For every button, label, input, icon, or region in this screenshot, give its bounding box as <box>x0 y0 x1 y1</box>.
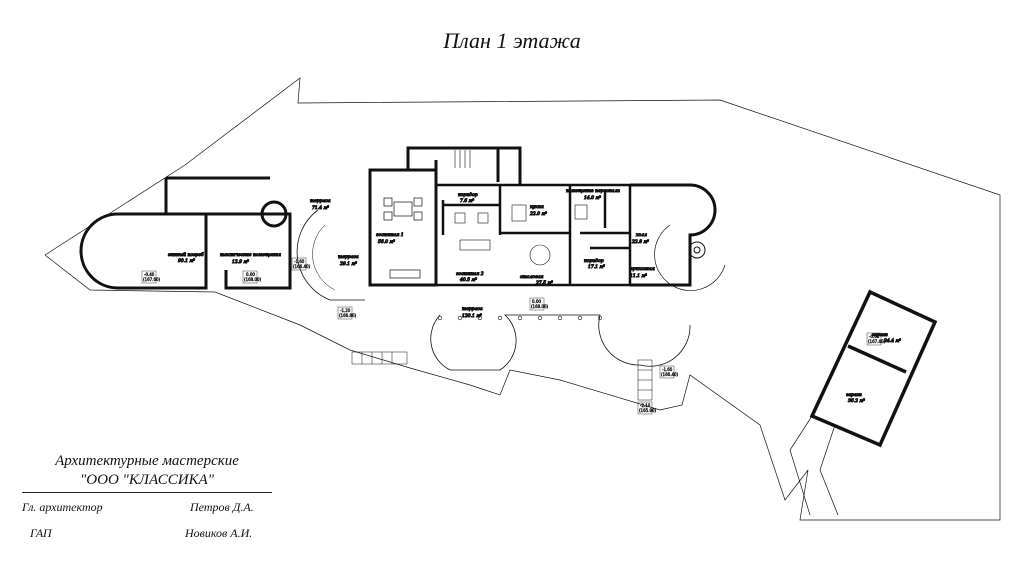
terrace-west-steps <box>312 224 336 291</box>
level-mark-abs: (166.80) <box>339 313 357 318</box>
level-mark-abs: (166.40) <box>661 372 679 377</box>
plan-title: План 1 этажа <box>443 28 581 53</box>
site-boundary <box>44 77 1001 521</box>
room-area: 12.9 м² <box>232 259 249 265</box>
room-area: 14.0 м² <box>584 195 601 201</box>
level-mark-abs: (165.90) <box>639 408 657 413</box>
level-mark: -0.40 <box>144 272 155 277</box>
credit-role-chief: Гл. архитектор <box>22 500 103 514</box>
staircase-top <box>454 150 471 168</box>
terrace-west-outline <box>296 209 365 301</box>
room-area: 24.4 м² <box>883 338 901 344</box>
garage-walls <box>809 289 938 448</box>
rotunda-column <box>688 241 706 259</box>
terrace-south-outline <box>430 314 691 371</box>
room-label: коридор <box>458 192 478 198</box>
level-mark: -1.60 <box>294 259 305 264</box>
garage-driveway <box>789 415 839 516</box>
studio-name: Архитектурные мастерские "ООО "КЛАССИКА" <box>22 452 272 490</box>
room-area: 27.5 м² <box>535 280 553 286</box>
room-area: 22.0 м² <box>529 211 547 217</box>
studio-line-2: "ООО "КЛАССИКА" <box>79 472 215 488</box>
studio-divider <box>22 492 272 493</box>
room-label: кухня <box>530 205 544 210</box>
room-area: 120.1 м² <box>462 313 482 319</box>
room-label: технические помещения <box>220 253 281 258</box>
service-block-walls <box>406 146 522 185</box>
living-room-1-walls <box>368 168 438 287</box>
room-label: коридор <box>584 258 604 264</box>
left-wing-walls <box>79 176 292 290</box>
hall-rotunda-walls <box>630 183 717 287</box>
rotunda-stairs <box>654 224 726 291</box>
room-labels: винный погреб 90.1 м² технические помеще… <box>168 189 902 405</box>
room-label: гостиная 1 <box>376 232 404 238</box>
level-mark-abs: (167.60) <box>143 277 161 282</box>
room-label: винный погреб <box>168 251 204 258</box>
room-label: прихожая <box>630 267 655 272</box>
studio-line-1: Архитектурные мастерские <box>55 453 239 469</box>
level-mark: 0.00 <box>246 272 255 277</box>
room-label: терраса <box>462 307 483 312</box>
room-label: гараж <box>872 333 889 338</box>
central-block-walls <box>436 183 660 287</box>
room-label: холл <box>636 233 647 238</box>
round-column <box>260 200 288 228</box>
level-mark-abs: (166.40) <box>293 264 311 269</box>
level-mark-abs: (167.40) <box>868 339 886 344</box>
room-area: 90.1 м² <box>178 258 195 264</box>
room-area: 17.1 м² <box>588 264 605 270</box>
level-mark: 0.00 <box>532 299 541 304</box>
room-area: 56.0 м² <box>378 239 395 245</box>
living-room-1-furniture <box>383 197 423 279</box>
level-mark-abs: (168.00) <box>531 304 549 309</box>
room-label: терраса <box>310 199 331 204</box>
entrance-steps <box>351 351 653 401</box>
level-mark: -2.10 <box>640 403 651 408</box>
level-mark: -1.60 <box>662 367 673 372</box>
room-label: столовая <box>520 275 543 280</box>
room-area: 40.5 м² <box>459 277 477 283</box>
room-label: терраса <box>338 255 359 260</box>
terrace-columns <box>437 315 603 321</box>
level-mark: -1.20 <box>340 308 351 313</box>
level-mark-abs: (168.00) <box>244 277 262 282</box>
room-area: 7.6 м² <box>460 198 474 204</box>
room-label: гостиная 2 <box>456 271 484 277</box>
room-area: 29.1 м² <box>339 261 357 267</box>
room-label: гараж <box>846 393 863 398</box>
credit-name-chief: Петров Д.А. <box>190 500 254 514</box>
room-label: помещение персонала <box>566 189 620 194</box>
central-furniture <box>454 204 588 266</box>
room-area: 22.8 м² <box>631 239 649 245</box>
room-area: 11.1 м² <box>630 273 647 279</box>
level-marks: -0.40 (167.60) 0.00 (168.00) -1.60 (166.… <box>141 257 886 415</box>
room-area: 71.4 м² <box>312 205 329 211</box>
level-mark: -0.60 <box>869 334 880 339</box>
room-area: 36.2 м² <box>848 398 865 404</box>
credit-name-gap: Новиков А.И. <box>185 526 253 540</box>
credit-role-gap: ГАП <box>30 526 52 540</box>
